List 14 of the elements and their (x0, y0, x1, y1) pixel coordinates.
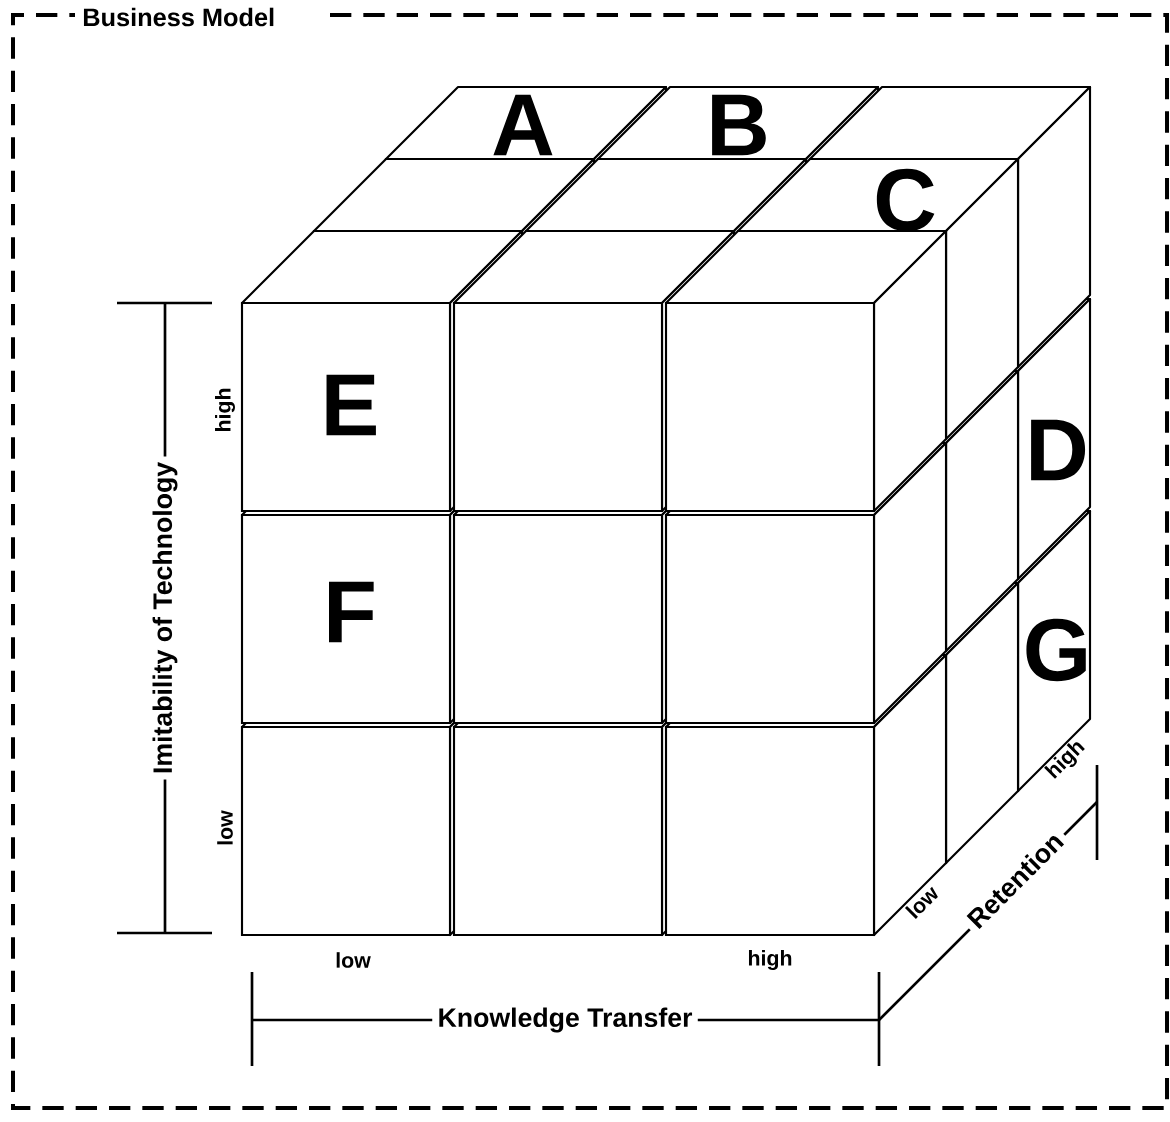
axis-tick-label: low (904, 886, 938, 919)
cell-letter: D (1031, 419, 1086, 481)
cell-letter: C (876, 168, 935, 232)
axis-title: Imitability of Technology (147, 456, 183, 780)
cell-letter: E (326, 374, 376, 436)
axis-tick-label: high (749, 950, 792, 970)
axis-tick-label: low (336, 952, 371, 968)
cell-letter: G (1026, 618, 1086, 682)
cell-letter: B (712, 94, 766, 156)
cell-letter: F (329, 581, 374, 643)
axis-tick-label: low (217, 810, 233, 845)
cell-letter: A (493, 94, 553, 156)
axis-title: Knowledge Transfer (432, 1002, 698, 1038)
axis-tick-label: high (215, 388, 235, 432)
